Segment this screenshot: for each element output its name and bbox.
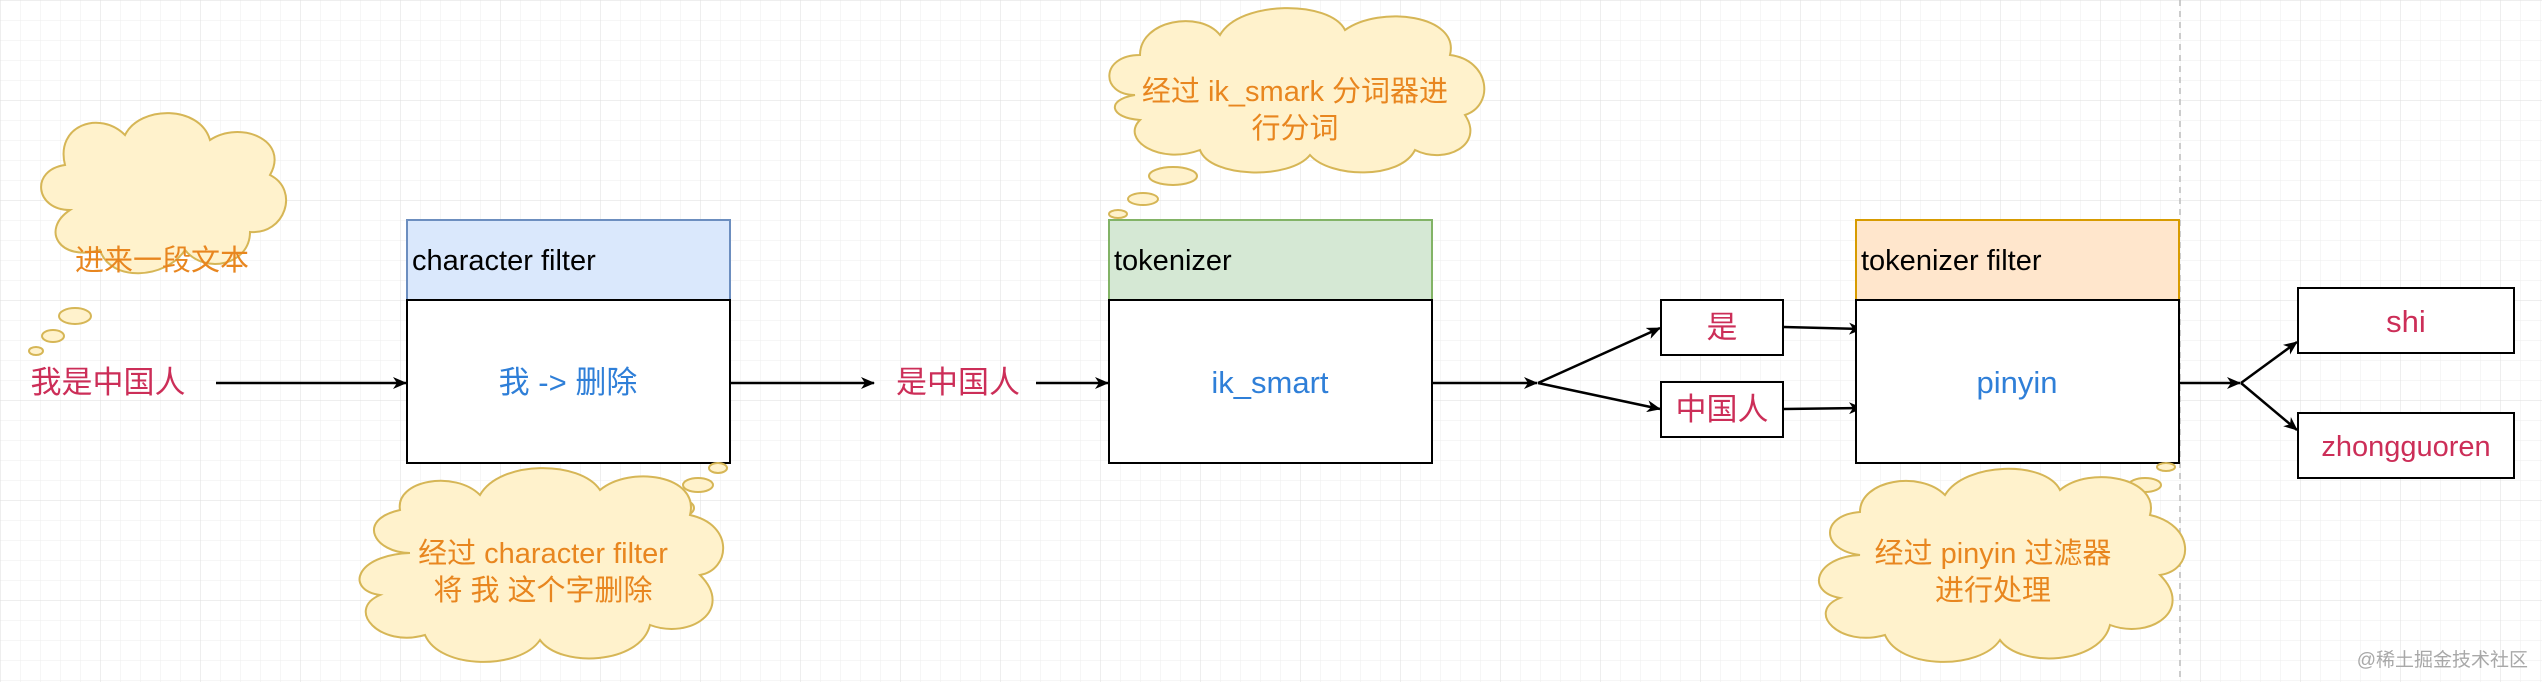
arrow-split-to-token-shi bbox=[1537, 326, 1661, 385]
arrow-split-to-output-shi bbox=[2240, 340, 2298, 385]
tokenizer-body bbox=[1108, 299, 1433, 464]
output-label-shi: shi bbox=[2386, 304, 2426, 339]
tokenizer-filter-body-label: pinyin bbox=[1977, 365, 2058, 400]
tokenizer-filter-note-line2: 进行处理 bbox=[1935, 574, 2051, 607]
tokenizer-filter-header-label: tokenizer filter bbox=[1861, 245, 2042, 277]
arrow-split-to-token-zhongguoren bbox=[1537, 381, 1661, 413]
tokenizer-body-label: ik_smart bbox=[1211, 365, 1329, 400]
token-box-shi[interactable]: 是 bbox=[1660, 299, 1784, 356]
arrow-token-shi-to-filter bbox=[1783, 322, 1863, 335]
character-filter-header-label: character filter bbox=[412, 245, 596, 277]
arrow-split-to-output-zhongguoren bbox=[2240, 382, 2298, 431]
input-note-cloud[interactable]: 进来一段文本 bbox=[28, 112, 288, 356]
character-filter-box[interactable]: character filter 我 -> 删除 bbox=[406, 219, 731, 464]
output-box-shi[interactable]: shi bbox=[2297, 287, 2515, 354]
character-filter-body bbox=[406, 299, 731, 464]
tokenizer-header bbox=[1108, 219, 1433, 301]
tokenizer-filter-header bbox=[1855, 219, 2180, 301]
input-text: 我是中国人 bbox=[31, 365, 186, 400]
tokenizer-box[interactable]: tokenizer ik_smart bbox=[1108, 219, 1433, 464]
tokenizer-header-label: tokenizer bbox=[1114, 245, 1232, 277]
tokenizer-filter-note-cloud[interactable]: 经过 pinyin 过滤器 进行处理 bbox=[1818, 462, 2186, 663]
character-filter-body-label: 我 -> 删除 bbox=[499, 365, 638, 400]
output-label-zhongguoren: zhongguoren bbox=[2321, 431, 2490, 463]
character-filter-note-line2: 将 我 这个字删除 bbox=[433, 574, 652, 607]
character-filter-note-line1: 经过 character filter bbox=[418, 537, 668, 570]
input-note-text: 进来一段文本 bbox=[75, 244, 249, 277]
output-box-zhongguoren[interactable]: zhongguoren bbox=[2297, 412, 2515, 479]
token-label-zhongguoren: 中国人 bbox=[1676, 392, 1769, 427]
tokenizer-note-line2: 行分词 bbox=[1251, 112, 1338, 145]
token-label-shi: 是 bbox=[1707, 310, 1738, 345]
character-filter-note-cloud[interactable]: 经过 character filter 将 我 这个字删除 bbox=[358, 462, 728, 663]
tokenizer-filter-box[interactable]: tokenizer filter pinyin bbox=[1855, 219, 2180, 464]
arrow-token-zhongguoren-to-filter bbox=[1783, 402, 1863, 415]
character-filter-header bbox=[406, 219, 731, 301]
tokenizer-filter-note-line1: 经过 pinyin 过滤器 bbox=[1875, 537, 2112, 570]
tokenizer-filter-body bbox=[1855, 299, 2180, 464]
tokenizer-note-cloud[interactable]: 经过 ik_smark 分词器进 行分词 bbox=[1108, 7, 1486, 219]
intermediate-text: 是中国人 bbox=[896, 365, 1020, 400]
tokenizer-note-line1: 经过 ik_smark 分词器进 bbox=[1142, 75, 1448, 108]
token-box-zhongguoren[interactable]: 中国人 bbox=[1660, 381, 1784, 438]
watermark: @稀土掘金技术社区 bbox=[2357, 649, 2528, 671]
